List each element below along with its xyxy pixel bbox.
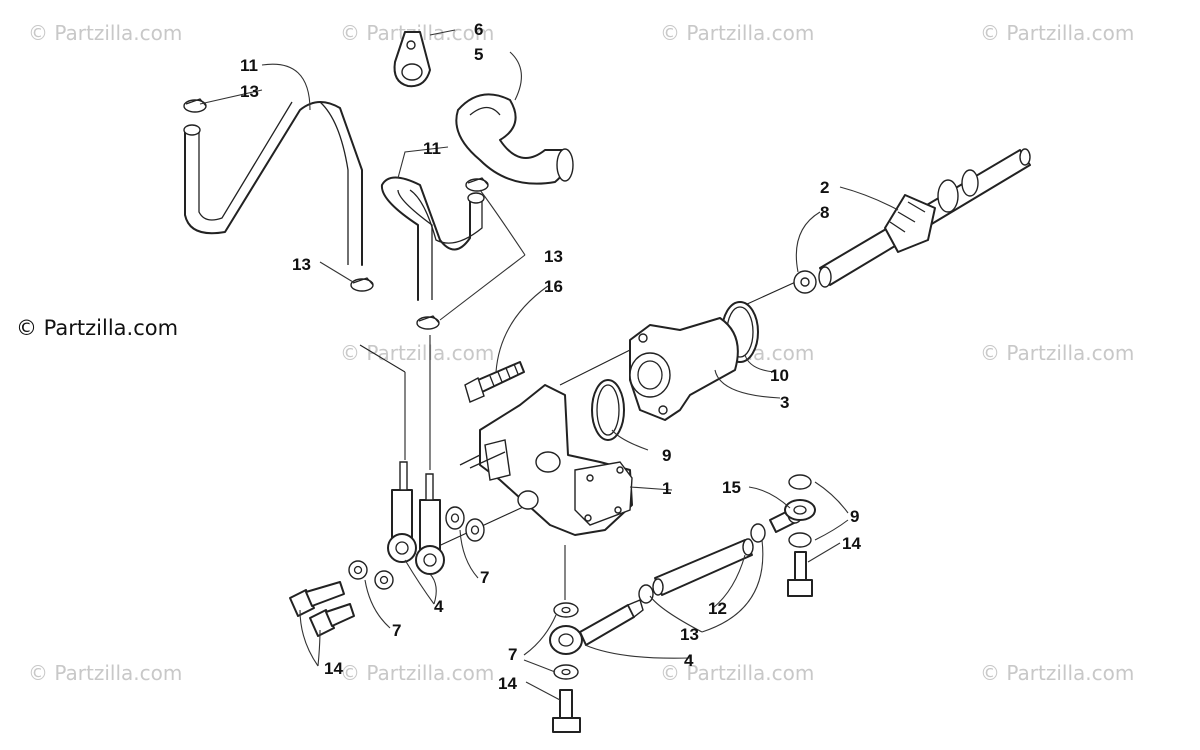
- callout-11-middle: 11: [423, 139, 441, 158]
- callout-15: 15: [722, 478, 741, 497]
- callout-9-right: 9: [850, 507, 859, 526]
- callout-4-lower: 4: [684, 651, 694, 670]
- callout-5: 5: [474, 45, 483, 64]
- callout-14-left: 14: [324, 659, 343, 678]
- watermark: © Partzilla.com: [28, 661, 182, 685]
- bolt-16: [464, 361, 525, 403]
- callout-9-middle: 9: [662, 446, 671, 465]
- callout-8: 8: [820, 203, 829, 222]
- watermark: © Partzilla.com: [340, 661, 494, 685]
- leader-lines: [199, 29, 899, 701]
- watermark: © Partzilla.com: [980, 661, 1134, 685]
- callout-14-lower: 14: [498, 674, 517, 693]
- hose-elbow-5: [455, 93, 574, 185]
- hose-11-left: [183, 101, 363, 266]
- watermark: © Partzilla.com: [28, 21, 182, 45]
- housing-3: [629, 317, 739, 421]
- tube-12: [652, 538, 754, 596]
- banjo-fitting-4-lower: [549, 599, 644, 655]
- drive-shaft-2: [818, 148, 1031, 288]
- callout-13-middle: 13: [544, 247, 563, 266]
- oil-pump-1: [459, 384, 633, 536]
- callout-14-right: 14: [842, 534, 861, 553]
- bolt-14-right: [787, 551, 813, 597]
- callout-1: 1: [662, 479, 671, 498]
- watermark: © Partzilla.com: [980, 341, 1134, 365]
- callout-7-lower: 7: [508, 645, 517, 664]
- washers-9-right: [784, 474, 816, 548]
- banjo-fitting-4-left-a: [387, 461, 417, 563]
- callout-7-left: 7: [392, 621, 401, 640]
- callout-6: 6: [474, 20, 483, 39]
- callout-2: 2: [820, 178, 829, 197]
- bolt-14-lower: [552, 689, 581, 733]
- copyright-label: © Partzilla.com: [16, 316, 179, 340]
- banjo-fitting-4-left-b: [415, 473, 445, 575]
- callout-3: 3: [780, 393, 789, 412]
- callout-12: 12: [708, 599, 727, 618]
- callout-13-top-left: 13: [240, 82, 259, 101]
- clamp-13-a: [183, 98, 207, 113]
- washers-7-left: [348, 506, 485, 590]
- callout-4-left: 4: [434, 597, 444, 616]
- bolts-14-left: [289, 581, 355, 637]
- callout-10: 10: [770, 366, 789, 385]
- callout-7-middle: 7: [480, 568, 489, 587]
- o-ring-9-upper: [591, 379, 625, 441]
- washer-8: [793, 270, 817, 294]
- watermark: © Partzilla.com: [980, 21, 1134, 45]
- callout-13-lower: 13: [680, 625, 699, 644]
- callout-11-left: 11: [240, 56, 258, 75]
- hose-11-middle: [380, 176, 485, 301]
- clamps-13-tube: [638, 523, 766, 604]
- clamp-13-d: [416, 315, 440, 330]
- clip-6: [393, 31, 431, 88]
- watermark: © Partzilla.com: [660, 21, 814, 45]
- callout-16: 16: [544, 277, 563, 296]
- clamp-13-c: [350, 277, 374, 292]
- clamp-13-b: [465, 177, 489, 192]
- watermark: © Partzilla.com: [340, 341, 494, 365]
- callouts: 11 13 13 11 6 5 13 16 2 8 10 3 9 1 15 9 …: [240, 20, 861, 693]
- watermarks: © Partzilla.com © Partzilla.com © Partzi…: [28, 21, 1134, 685]
- callout-13-left: 13: [292, 255, 311, 274]
- watermark: © Partzilla.com: [660, 661, 814, 685]
